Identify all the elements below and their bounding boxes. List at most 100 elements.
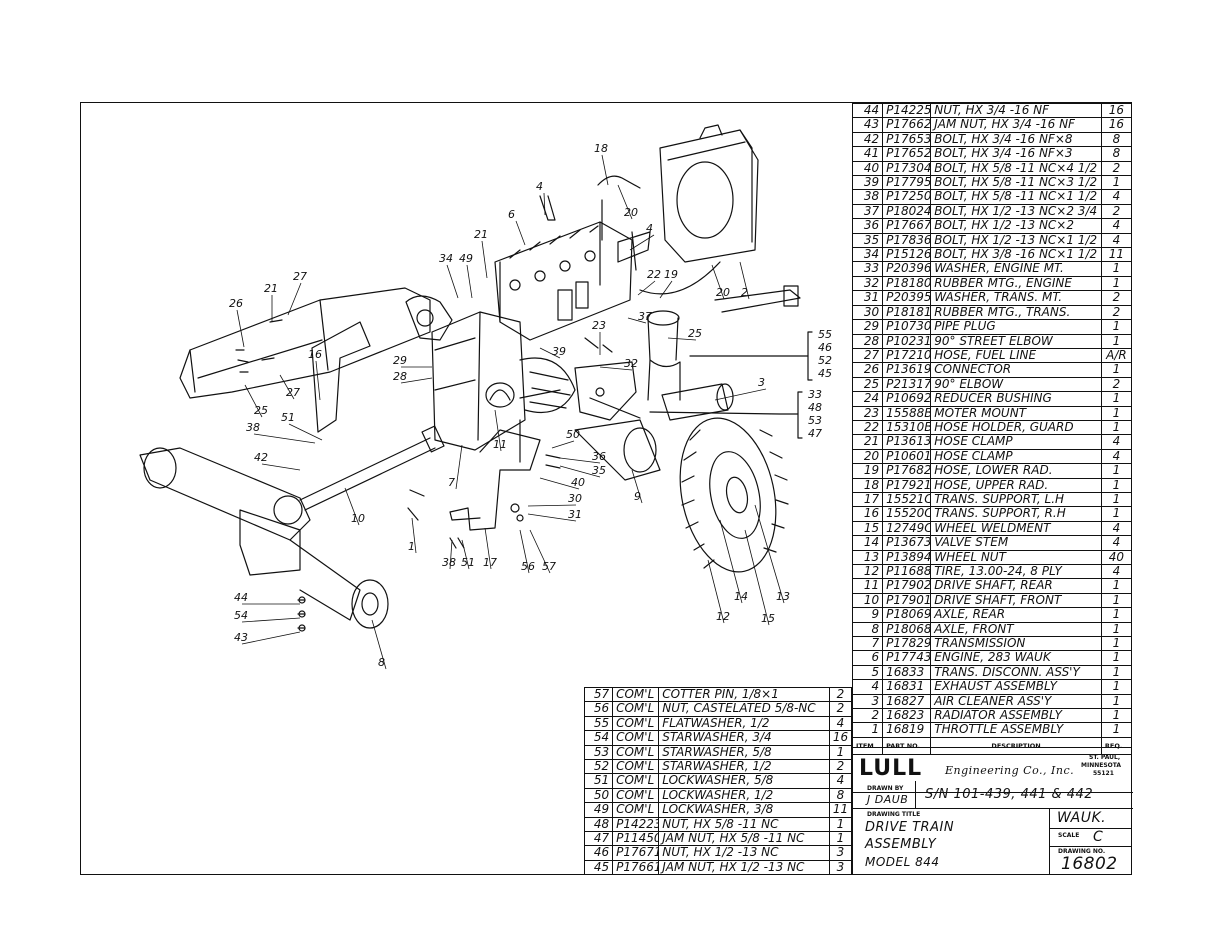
callout-44: 44 <box>234 591 300 605</box>
bom-description: BOLT, HX 3/4 -16 NF×3 <box>930 146 1102 162</box>
leader-line <box>539 477 580 490</box>
callout-2: 2 <box>739 261 750 300</box>
leader-line <box>253 433 316 444</box>
bom-quantity: 4 <box>1100 535 1133 551</box>
title-line-1: DRIVE TRAIN <box>865 820 955 835</box>
bom-left-quantity: 8 <box>828 787 853 804</box>
bom-description: PIPE PLUG <box>930 319 1102 335</box>
callout-26: 26 <box>229 297 245 348</box>
bom-description: NUT, HX 3/4 -16 NF <box>930 102 1102 119</box>
bom-quantity: 1 <box>1100 592 1133 609</box>
bom-item-number: 26 <box>851 362 884 378</box>
bom-quantity: 1 <box>1100 261 1133 277</box>
bom-left-part-number: COM'L <box>612 715 660 732</box>
bom-left-part-number: COM'L <box>612 744 660 761</box>
bom-description: VALVE STEM <box>930 535 1102 551</box>
bom-quantity: 1 <box>1100 708 1133 724</box>
bom-part-number: P17662 <box>882 117 932 133</box>
axle-front <box>139 447 389 629</box>
callout-number: 20 <box>716 286 730 299</box>
title-block: LULL Engineering Co., Inc. ST. PAUL, MIN… <box>852 747 1133 875</box>
scale-value: C <box>1093 829 1104 845</box>
bom-item-number: 36 <box>851 218 884 234</box>
bom-left-item-number: 48 <box>583 816 614 833</box>
bom-part-number: P13894 <box>882 549 932 566</box>
leader-line <box>519 529 530 574</box>
bom-description: HOSE, UPPER RAD. <box>930 477 1102 493</box>
bom-quantity: 1 <box>1100 333 1133 349</box>
callout-number: 56 <box>521 560 535 573</box>
bom-left-quantity: 2 <box>828 701 853 717</box>
bom-left-description: STARWASHER, 1/2 <box>658 759 830 775</box>
leader-line <box>288 423 323 441</box>
bom-left-item-number: 55 <box>583 715 614 732</box>
bom-description: TRANSMISSION <box>930 636 1102 652</box>
callout-number: 31 <box>568 508 582 521</box>
bom-description: BOLT, HX 1/2 -13 NC×2 <box>930 218 1102 234</box>
leader-line <box>667 337 697 341</box>
bom-part-number: 16831 <box>882 679 932 695</box>
leader-line <box>744 529 770 626</box>
callout-number: 54 <box>234 609 248 622</box>
bom-left-part-number: COM'L <box>612 701 660 717</box>
bom-quantity: A/R <box>1100 347 1133 364</box>
callout-number: 14 <box>734 590 748 603</box>
bom-left-description: COTTER PIN, 1/8×1 <box>658 686 830 703</box>
leader-line <box>543 192 546 216</box>
transmission-support-rh <box>574 361 637 421</box>
bom-description: AIR CLEANER ASS'Y <box>930 693 1102 710</box>
bom-item-number: 19 <box>851 463 884 479</box>
bom-part-number: P10730 <box>882 319 932 335</box>
bom-left-quantity: 16 <box>828 730 853 746</box>
bom-quantity: 2 <box>1100 160 1133 177</box>
callout-18: 18 <box>594 142 609 186</box>
bom-part-number: P17743 <box>882 650 932 666</box>
bom-item-number: 40 <box>851 160 884 177</box>
bom-left-part-number: P17671 <box>612 845 660 861</box>
callout-number: 6 <box>508 208 515 221</box>
callout-number: 12 <box>716 610 730 623</box>
callout-16: 16 <box>308 348 322 401</box>
callout-34: 34 <box>439 252 459 299</box>
leader-line <box>400 377 433 384</box>
bom-left-part-number: COM'L <box>612 686 660 703</box>
bom-left-description: JAM NUT, HX 5/8 -11 NC <box>658 831 830 847</box>
title-line-3: MODEL 844 <box>865 855 940 869</box>
bom-description: AXLE, REAR <box>930 607 1102 623</box>
leader-line <box>446 264 459 299</box>
callout-13: 13 <box>754 504 790 604</box>
callout-number: 27 <box>293 270 307 283</box>
bracket-callout-number: 33 <box>808 388 822 401</box>
tire <box>679 417 789 573</box>
bom-item-number: 9 <box>851 607 884 623</box>
bom-item-number: 21 <box>851 434 884 450</box>
transmission <box>431 311 576 451</box>
bom-quantity: 16 <box>1100 117 1133 133</box>
bom-description: RADIATOR ASSEMBLY <box>930 708 1102 724</box>
bom-item-number: 33 <box>851 261 884 277</box>
bom-quantity: 1 <box>1100 463 1133 479</box>
bom-left-item-number: 45 <box>583 859 614 876</box>
bom-description: MOTER MOUNT <box>930 405 1102 421</box>
callout-number: 49 <box>459 252 473 265</box>
bom-part-number: P14225 <box>882 102 932 119</box>
bom-item-number: 41 <box>851 146 884 162</box>
callout-38: 38 <box>246 421 316 444</box>
callout-51: 51 <box>461 539 475 570</box>
callout-number: 38 <box>442 556 456 569</box>
bom-description: TIRE, 13.00-24, 8 PLY <box>930 563 1102 580</box>
bom-left-part-number: P11450 <box>612 831 660 847</box>
bom-quantity: 4 <box>1100 189 1133 205</box>
bom-quantity: 4 <box>1100 520 1133 537</box>
exploded-assembly-drawing: 1820464221920221344927212623372539321629… <box>139 124 832 670</box>
